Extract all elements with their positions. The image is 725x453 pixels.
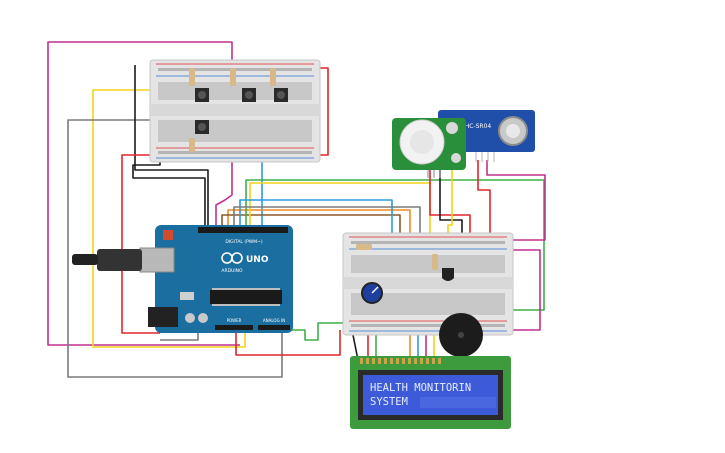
wire-magenta-us [486,160,546,241]
power-header-label: POWER [227,318,242,323]
lcd-char-grid [420,397,496,408]
ultrasonic-label: HC-SR04 [465,123,492,130]
arduino-logo [221,252,243,264]
wire-gray-left [67,119,283,378]
arduino-model: UNO [246,255,269,265]
usb-cable [97,249,142,271]
pushbutton[interactable] [242,88,256,102]
resistor [432,254,438,270]
pushbutton[interactable] [195,88,209,102]
power-jack [148,307,178,327]
digital-header-label: DIGITAL (PWM~) [225,239,263,245]
lcd-screen [363,375,498,415]
analog-header-label: ANALOG IN [263,318,285,323]
analog-header [258,325,290,330]
wire-red-left [121,154,160,334]
lcd-line-2: SYSTEM [370,396,408,408]
pir-sensor [392,118,466,178]
potentiometer[interactable] [361,282,383,304]
wire-green-2 [290,322,345,341]
wire-orange-1 [227,209,411,245]
wire-red-bottom [235,330,341,356]
resistor [189,68,195,86]
lcd-line-1: HEALTH MONITORIN [370,382,471,394]
resistor [270,68,276,86]
wire-green-1 [245,179,545,311]
lcd-display: HEALTH MONITORIN SYSTEM [350,356,511,429]
wire-black-top-2 [134,65,209,230]
pushbuttons [195,88,288,134]
resistors-top [189,68,276,152]
wire-gray-2 [233,206,421,245]
wires [47,41,546,378]
arduino-uno: DIGITAL (PWM~) ARDUINO UNO POWER ANALOG … [72,225,293,333]
microcontroller-chip [210,290,282,304]
wire-yellow-left [92,89,246,348]
usb-connector [139,247,175,273]
wire-gray-ground [160,333,199,341]
wire-blue-2 [239,199,393,245]
resistor [356,244,372,250]
pushbutton[interactable] [274,88,288,102]
arduino-brand: ARDUINO [221,268,243,274]
wire-red-pir [429,170,471,245]
resistor [230,68,236,86]
wire-red-us [477,160,491,245]
pushbutton[interactable] [195,120,209,134]
power-header [215,325,253,330]
reset-button[interactable] [163,230,173,240]
digital-header [198,227,288,233]
temperature-sensor [442,268,454,281]
piezo-buzzer [439,313,483,357]
resistor [189,138,195,152]
wire-magenta-right [500,249,541,331]
wire-brown-1 [221,214,401,245]
breadboard-right [342,232,514,336]
